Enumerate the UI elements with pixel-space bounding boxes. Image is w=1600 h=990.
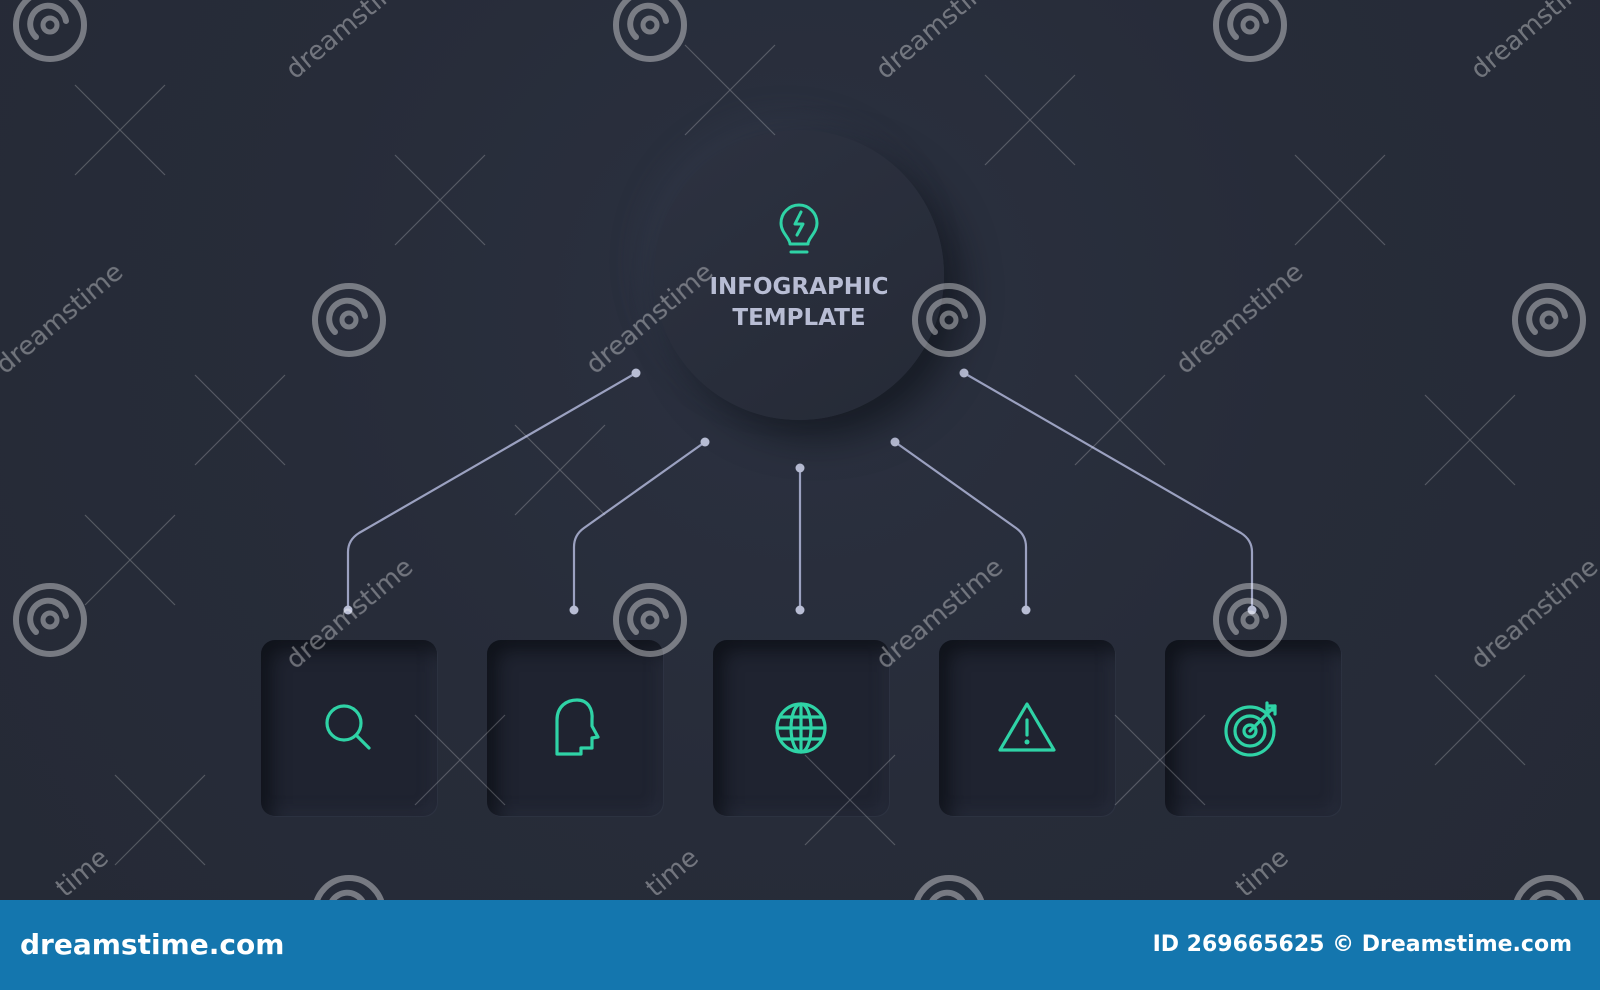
connector-line-1 bbox=[346, 371, 638, 612]
connector-dot bbox=[343, 605, 353, 615]
connector-dot bbox=[1247, 605, 1257, 615]
head-profile-icon bbox=[555, 698, 600, 756]
connector-line-5 bbox=[962, 371, 1254, 612]
connector-dot bbox=[569, 605, 579, 615]
connector-line-4 bbox=[893, 440, 1028, 612]
magnifier-icon bbox=[325, 704, 371, 750]
warning-triangle-icon bbox=[998, 702, 1056, 752]
connector-dot bbox=[631, 368, 641, 378]
connector-dot bbox=[700, 437, 710, 447]
connector-line-2 bbox=[572, 440, 707, 612]
footer-bar: dreamstime.com ID 269665625 © Dreamstime… bbox=[0, 900, 1600, 990]
option-box-5[interactable] bbox=[1165, 640, 1341, 816]
option-box-3[interactable] bbox=[713, 640, 889, 816]
lightbulb-icon bbox=[779, 203, 819, 254]
center-circle: INFOGRAPHIC TEMPLATE bbox=[654, 130, 944, 420]
infographic-canvas: INFOGRAPHIC TEMPLATE bbox=[0, 0, 1600, 900]
connector-dot bbox=[795, 463, 805, 473]
target-icon bbox=[1224, 701, 1277, 757]
globe-icon bbox=[775, 702, 827, 754]
connector-dot bbox=[1021, 605, 1031, 615]
footer-image-id: ID 269665625 © Dreamstime.com bbox=[1152, 932, 1572, 957]
connector-dot bbox=[959, 368, 969, 378]
center-title-line1: INFOGRAPHIC bbox=[709, 274, 889, 300]
connector-dot bbox=[795, 605, 805, 615]
footer-brand[interactable]: dreamstime.com bbox=[20, 928, 285, 961]
connector-dot bbox=[890, 437, 900, 447]
center-title-line2: TEMPLATE bbox=[732, 305, 866, 331]
option-box-4[interactable] bbox=[939, 640, 1115, 816]
center-title: INFOGRAPHIC TEMPLATE bbox=[654, 272, 944, 334]
option-box-1[interactable] bbox=[261, 640, 437, 816]
option-box-2[interactable] bbox=[487, 640, 663, 816]
connector-lines bbox=[343, 368, 1257, 615]
